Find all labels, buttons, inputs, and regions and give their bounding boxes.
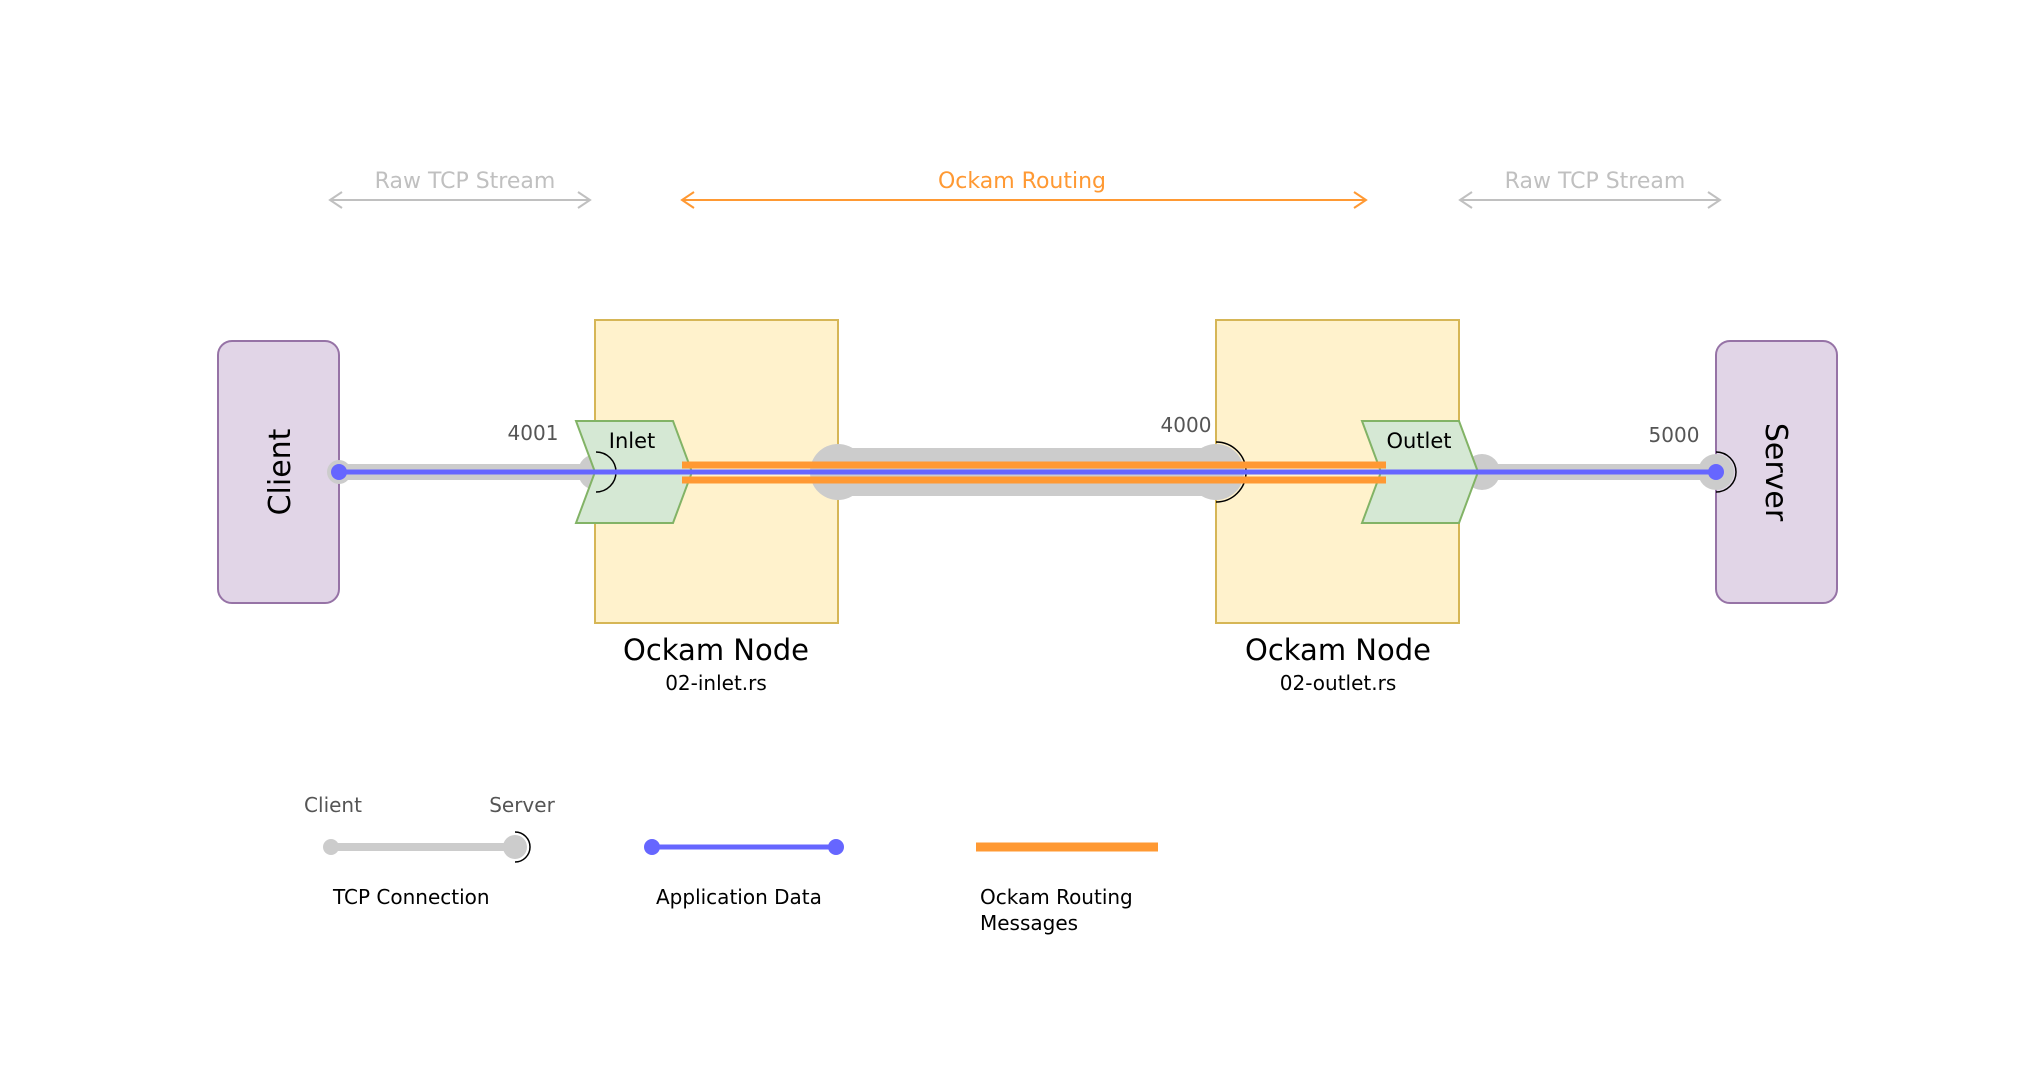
inlet-label: Inlet xyxy=(609,429,656,453)
legend-tcp-client-end xyxy=(323,839,339,855)
raw-tcp-stream-left-annotation: Raw TCP Stream xyxy=(328,169,592,209)
legend-ockam-routing: Ockam Routing Messages xyxy=(976,842,1158,935)
raw-tcp-stream-left-label: Raw TCP Stream xyxy=(375,169,556,194)
inlet-node-title: Ockam Node xyxy=(623,633,809,667)
client-box: Client xyxy=(217,340,340,604)
legend-tcp-connection: Client Server TCP Connection xyxy=(304,793,556,909)
legend-listener-icon xyxy=(514,831,531,863)
legend-ockam-routing-label-line2: Messages xyxy=(980,911,1078,935)
raw-tcp-stream-right-annotation: Raw TCP Stream xyxy=(1458,169,1722,209)
server-label: Server xyxy=(1758,423,1793,522)
arrowhead-right-icon xyxy=(577,191,592,209)
arrowhead-right-icon xyxy=(1707,191,1722,209)
legend: Client Server TCP Connection Application… xyxy=(304,793,1158,935)
raw-tcp-stream-right-label: Raw TCP Stream xyxy=(1505,169,1686,194)
legend-tcp-server-end xyxy=(503,835,527,859)
port-4000-label: 4000 xyxy=(1161,413,1212,437)
port-5000-listener-icon xyxy=(1715,451,1737,493)
port-5000-label: 5000 xyxy=(1649,423,1700,447)
outlet-label: Outlet xyxy=(1386,429,1451,453)
client-label: Client xyxy=(263,428,298,515)
legend-application-data-start xyxy=(644,839,660,855)
application-data-end xyxy=(1708,464,1724,480)
ockam-routing-annotation: Ockam Routing xyxy=(680,169,1368,209)
outlet-node-file: 02-outlet.rs xyxy=(1280,671,1397,695)
ockam-routing-label: Ockam Routing xyxy=(938,169,1106,194)
legend-tcp-connection-label: TCP Connection xyxy=(332,885,490,909)
arrowhead-left-icon xyxy=(1458,191,1473,209)
inlet-node-file: 02-inlet.rs xyxy=(665,671,767,695)
outlet-node-title: Ockam Node xyxy=(1245,633,1431,667)
legend-ockam-routing-label-line1: Ockam Routing xyxy=(980,885,1133,909)
legend-application-data-label: Application Data xyxy=(656,885,822,909)
application-data-start xyxy=(331,464,347,480)
port-4001-label: 4001 xyxy=(508,421,559,445)
legend-application-data: Application Data xyxy=(644,839,844,909)
legend-application-data-end xyxy=(828,839,844,855)
arrowhead-left-icon xyxy=(328,191,343,209)
legend-tcp-client-label: Client xyxy=(304,793,362,817)
legend-tcp-server-label: Server xyxy=(489,793,555,817)
arrowhead-right-icon xyxy=(1353,191,1368,209)
server-box: Server xyxy=(1715,340,1838,604)
arrowhead-left-icon xyxy=(680,191,695,209)
